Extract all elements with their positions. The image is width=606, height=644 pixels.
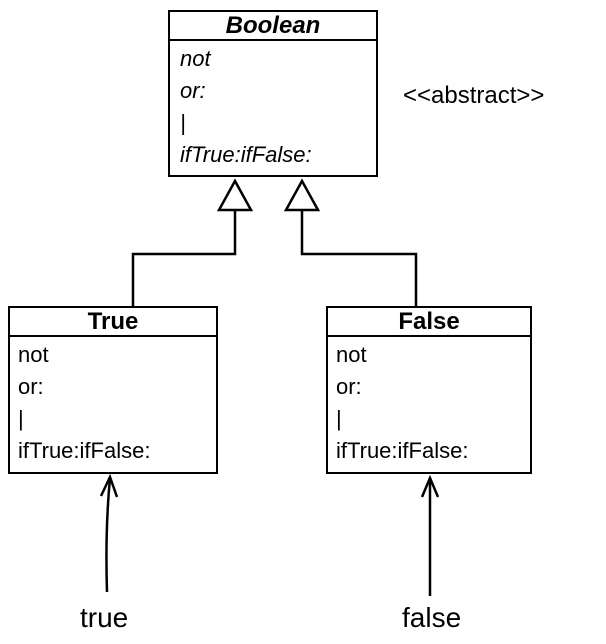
boolean-class-name: Boolean [170, 12, 376, 41]
false-method-or: or: [336, 374, 362, 399]
inheritance-arrowhead-false [283, 178, 321, 212]
false-method-pipe: | [336, 406, 342, 431]
true-method-iftrue-iffalse: ifTrue:ifFalse: [18, 438, 151, 463]
boolean-method-pipe: | [180, 110, 186, 135]
true-method-pipe: | [18, 406, 24, 431]
boolean-method-list: not or: | ifTrue:ifFalse: [170, 41, 376, 171]
false-method-list: not or: | ifTrue:ifFalse: [328, 337, 530, 467]
inheritance-line-true [131, 210, 237, 306]
instance-label-false: false [402, 602, 462, 633]
false-method-not: not [336, 342, 367, 367]
boolean-method-or: or: [180, 78, 206, 103]
inheritance-line-false [300, 210, 418, 306]
true-method-not: not [18, 342, 49, 367]
true-class-box: True not or: | ifTrue:ifFalse: [8, 306, 218, 474]
boolean-class-box: Boolean not or: | ifTrue:ifFalse: [168, 10, 378, 177]
abstract-stereotype: <<abstract>> [403, 82, 545, 109]
boolean-method-iftrue-iffalse: ifTrue:ifFalse: [180, 142, 312, 167]
true-class-name: True [10, 308, 216, 337]
instance-arrow-true [105, 477, 112, 593]
instance-arrowhead-true [99, 473, 119, 498]
instance-arrowhead-false [420, 474, 440, 498]
false-class-name: False [328, 308, 530, 337]
inheritance-arrowhead-true [216, 178, 254, 212]
true-method-list: not or: | ifTrue:ifFalse: [10, 337, 216, 467]
instance-label-true: true [80, 602, 129, 633]
false-method-iftrue-iffalse: ifTrue:ifFalse: [336, 438, 469, 463]
true-method-or: or: [18, 374, 44, 399]
boolean-method-not: not [180, 46, 211, 71]
false-class-box: False not or: | ifTrue:ifFalse: [326, 306, 532, 474]
